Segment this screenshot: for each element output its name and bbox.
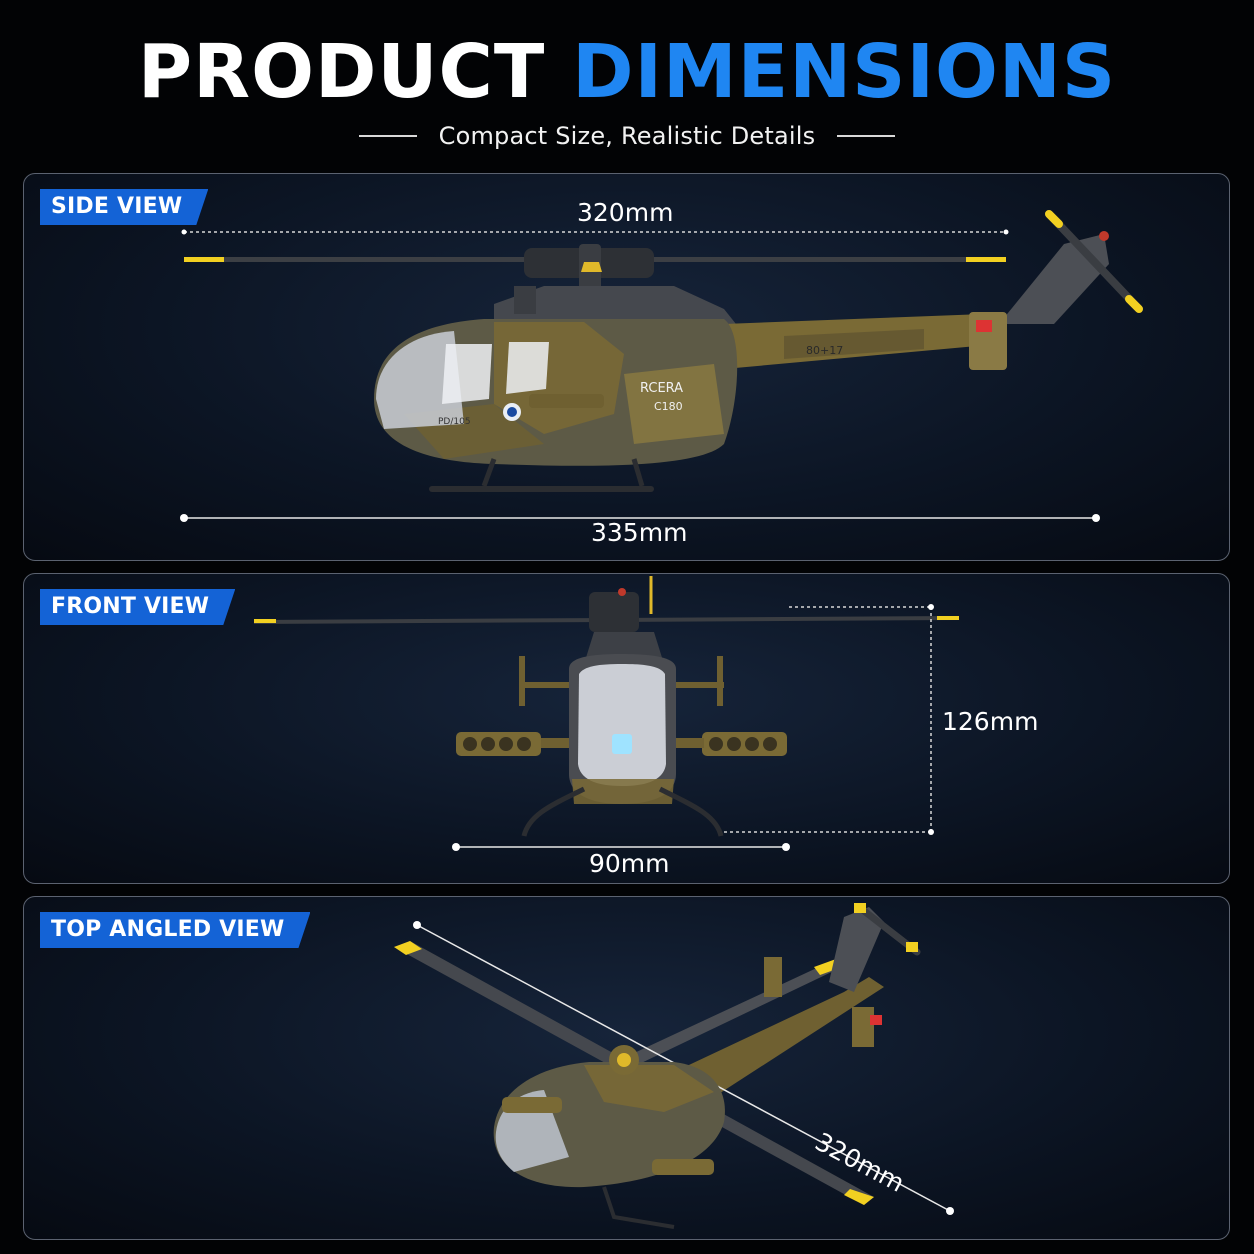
front-view-width-dimension: 90mm [589,849,670,878]
page-title: PRODUCT DIMENSIONS [0,30,1254,114]
front-view-helicopter-image [254,576,959,851]
fuselage-model-text: C180 [654,400,683,413]
side-view-length-dimension: 335mm [591,518,688,547]
side-view-rotor-dimension: 320mm [577,198,674,227]
subtitle-rule-left [358,135,417,137]
top-view-label: TOP ANGLED VIEW [40,912,310,948]
title-part-2: DIMENSIONS [572,29,1117,115]
side-view-panel: 80+17 PD/105 RCERA C180 SIDE VIEW [23,173,1230,561]
subtitle-row: Compact Size, Realistic Details [0,118,1254,154]
tail-marking: 80+17 [806,344,843,357]
side-view-helicopter-image: 80+17 PD/105 RCERA C180 [180,210,1143,522]
fuselage-brand-text: RCERA [640,381,683,396]
top-angled-view-panel: TOP ANGLED VIEW 320mm [23,896,1230,1240]
subtitle: Compact Size, Realistic Details [438,122,816,150]
top-view-helicopter-image [394,903,954,1229]
front-view-height-dimension: 126mm [942,707,1039,736]
side-view-label: SIDE VIEW [40,189,208,225]
front-view-label: FRONT VIEW [40,589,235,625]
front-view-panel: FRONT VIEW 126mm 90mm [23,573,1230,884]
subtitle-rule-right [837,135,896,137]
title-part-1: PRODUCT [137,29,546,115]
nose-marking: PD/105 [438,417,471,427]
